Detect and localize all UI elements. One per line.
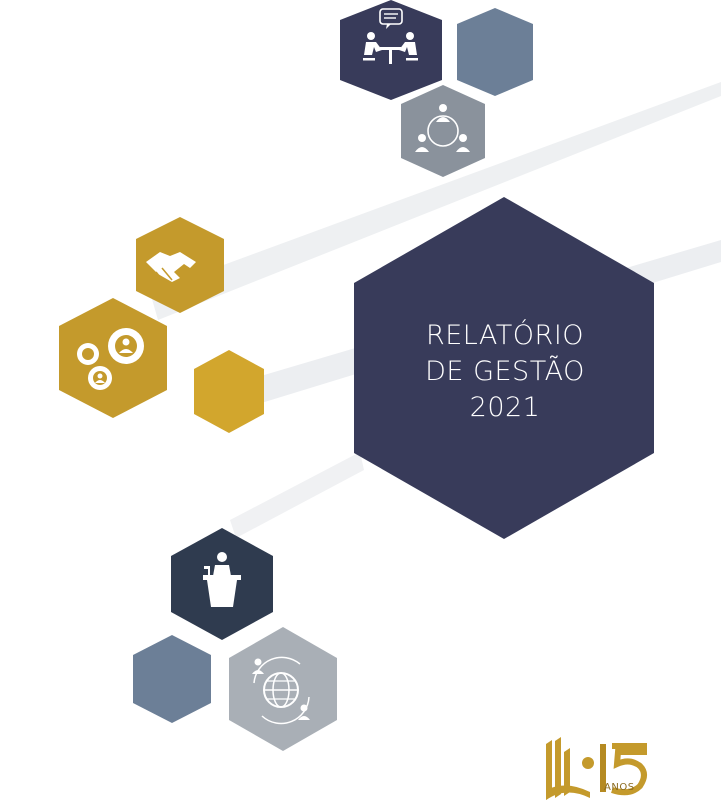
title-year: 2021 xyxy=(469,392,541,423)
hexagon-slate-bottom xyxy=(133,635,211,723)
books-mark xyxy=(546,737,590,800)
hexagon-globe xyxy=(229,627,337,751)
diagonal-band-lower xyxy=(230,452,364,538)
logo-number-five xyxy=(611,743,647,796)
handshake-icon xyxy=(146,252,196,283)
hexagon-slate xyxy=(457,8,533,96)
diagonal-band-upper xyxy=(150,82,721,320)
title-line-1: RELATÓRIO xyxy=(425,320,585,351)
logo-dot xyxy=(582,757,594,769)
hexagon-team xyxy=(401,85,485,177)
hexagon-title xyxy=(354,197,654,539)
meeting-icon xyxy=(363,8,418,64)
team-network-icon xyxy=(415,104,470,152)
logo-anos-label: ANOS xyxy=(604,782,635,793)
gears-people-icon xyxy=(77,328,144,390)
logo-number-one xyxy=(600,744,606,792)
report-title: RELATÓRIO DE GESTÃO 2021 xyxy=(380,318,630,426)
hexagon-gold-plain xyxy=(194,350,264,433)
speaker-podium-icon xyxy=(203,552,241,607)
anniversary-logo xyxy=(546,737,647,800)
title-line-2: DE GESTÃO xyxy=(425,356,585,387)
globe-people-icon xyxy=(252,656,310,725)
